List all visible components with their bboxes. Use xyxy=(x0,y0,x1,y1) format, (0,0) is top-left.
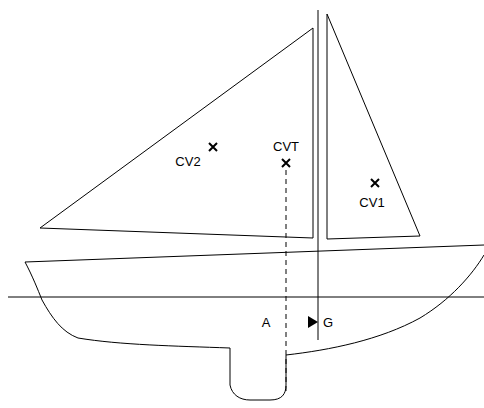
hull xyxy=(25,245,484,400)
jib-sail xyxy=(327,14,420,239)
dashed-vertical xyxy=(286,170,287,395)
centre-of-gravity-marker xyxy=(308,316,318,328)
point-label: G xyxy=(323,316,333,329)
mast xyxy=(318,10,319,340)
waterline xyxy=(8,297,484,298)
point-label: A xyxy=(262,316,271,329)
centre-label: CV1 xyxy=(359,196,384,209)
centre-label: CV2 xyxy=(175,155,200,168)
centre-label: CVT xyxy=(273,140,299,153)
main-sail xyxy=(40,28,313,238)
